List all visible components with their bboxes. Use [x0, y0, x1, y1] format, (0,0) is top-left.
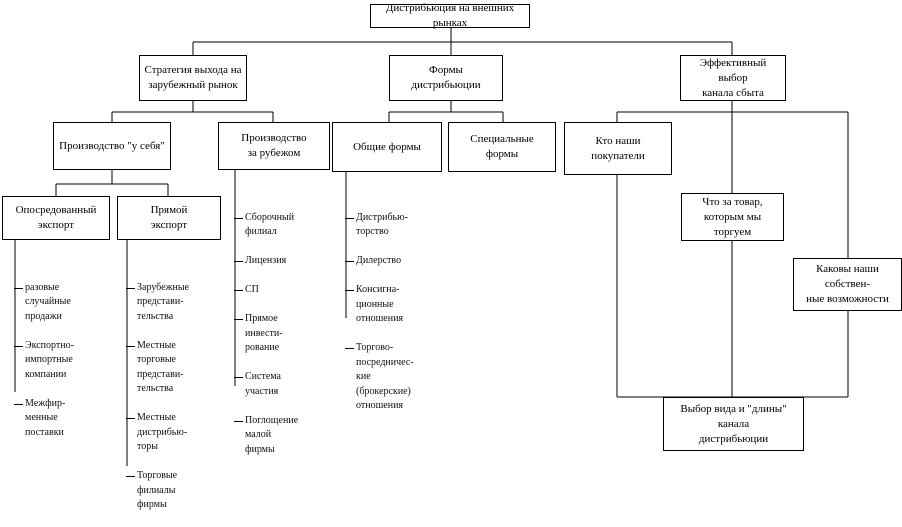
list-item: разовые случайные продажи [14, 281, 102, 325]
direct-export-box: Прямой экспорт [117, 196, 221, 240]
list-item: Межфир- менные поставки [14, 397, 102, 441]
indirect-export-list: разовые случайные продажи Экспортно- имп… [14, 266, 102, 455]
abroad-production-list: Сборочный филиал Лицензия СП Прямое инве… [234, 196, 318, 472]
channel-box: Эффективный выбор канала сбыта [680, 55, 786, 101]
list-item: Лицензия [234, 254, 318, 269]
list-item: Дилерство [345, 254, 435, 269]
list-item: Торгово- посредничес- кие (брокерские) о… [345, 341, 435, 414]
product-box: Что за товар, которым мы торгуем [681, 193, 784, 241]
capabilities-box: Каковы наши собствен- ные возможности [793, 258, 902, 311]
forms-box: Формы дистрибьюции [389, 55, 503, 101]
root-box: Дистрибьюция на внешних рынках [370, 2, 530, 29]
list-item: Дистрибью- торство [345, 211, 435, 240]
special-forms-box: Специальные формы [448, 122, 556, 172]
strategy-box: Стратегия выхода на зарубежный рынок [139, 55, 247, 101]
general-forms-box: Общие формы [332, 122, 442, 172]
list-item: СП [234, 283, 318, 298]
list-item: Сборочный филиал [234, 211, 318, 240]
list-item: Экспортно- импортные компании [14, 339, 102, 383]
list-item: Консигна- ционные отношения [345, 283, 435, 327]
direct-export-list: Зарубежные представи- тельства Местные т… [126, 266, 217, 527]
list-item: Прямое инвести- рование [234, 312, 318, 356]
list-item: Поглощение малой фирмы [234, 414, 318, 458]
list-item: Зарубежные представи- тельства [126, 281, 217, 325]
list-item: Местные торговые представи- тельства [126, 339, 217, 397]
list-item: Система участия [234, 370, 318, 399]
customers-box: Кто наши покупатели [564, 122, 672, 175]
list-item: Местные дистрибью- торы [126, 411, 217, 455]
result-box: Выбор вида и "длины" канала дистрибьюции [663, 397, 804, 451]
list-item: Торговые филиалы фирмы [126, 469, 217, 513]
connector-lines [14, 27, 849, 466]
indirect-export-box: Опосредованный экспорт [2, 196, 110, 240]
home-production-box: Производство "у себя" [53, 122, 171, 170]
abroad-production-box: Производство за рубежом [218, 122, 330, 170]
general-forms-list: Дистрибью- торство Дилерство Консигна- ц… [345, 196, 435, 428]
